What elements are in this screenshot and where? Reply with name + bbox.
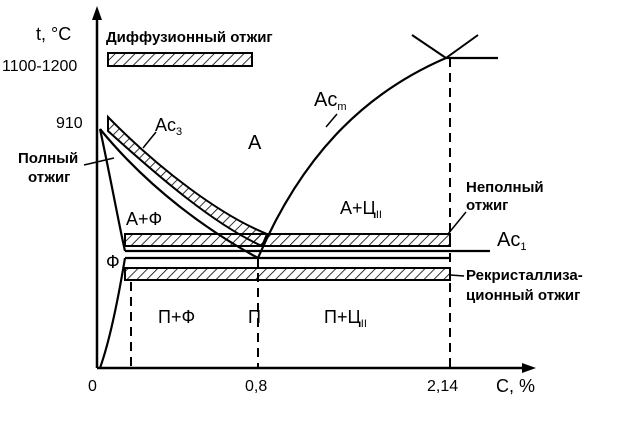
y-axis-arrow-icon: [92, 6, 102, 20]
incomplete-annealing-label-line1: Неполный: [466, 179, 544, 196]
region-pearlite-ferrite: П+Ф: [158, 307, 195, 327]
x-axis-arrow-icon: [522, 363, 536, 373]
diffusion-annealing-label: Диффузионный отжиг: [106, 29, 273, 46]
full-annealing-label-line2: отжиг: [28, 169, 70, 186]
region-ferrite: Ф: [106, 252, 120, 272]
y-axis-label: t, °C: [36, 24, 71, 44]
ac3-leader: [142, 131, 157, 149]
incomplete-annealing-band: [124, 233, 451, 247]
full-annealing-label-line1: Полный: [18, 150, 78, 167]
x-axis-label: C, %: [496, 376, 535, 396]
melting-line-fragment-right: [445, 34, 479, 59]
y-tick-1100-1200: 1100-1200: [2, 58, 77, 75]
region-pearlite: П: [248, 307, 261, 327]
acm-label: Acm: [314, 89, 347, 113]
melting-line-fragment-left: [411, 34, 447, 59]
diffusion-annealing-band: [107, 52, 253, 67]
y-tick-910: 910: [56, 115, 83, 132]
region-austenite: А: [248, 132, 262, 154]
full-annealing-leader: [83, 157, 115, 166]
x-tick-0-8: 0,8: [245, 378, 267, 395]
ac3-label: Ac3: [155, 115, 182, 138]
recrystallization-annealing-label-line1: Рекристаллиза-: [466, 267, 583, 284]
region-pearlite-cementite: П+ЦII: [324, 307, 367, 330]
acm-line: [256, 56, 447, 259]
x-tick-0: 0: [88, 378, 97, 395]
incomplete-annealing-leader: [447, 211, 467, 235]
ferrite-boundary-line: [98, 128, 127, 252]
ac1-label: Ac1: [497, 229, 526, 253]
incomplete-annealing-label-line2: отжиг: [466, 197, 508, 214]
recrystallization-annealing-label-line2: ционный отжиг: [466, 287, 580, 304]
acm-leader: [325, 113, 338, 128]
region-austenite-ferrite: А+Ф: [126, 209, 162, 229]
ac3-line: [99, 128, 259, 259]
recrystallization-annealing-leader: [449, 274, 465, 277]
recrystallization-annealing-band: [124, 267, 451, 281]
x-tick-2-14: 2,14: [427, 378, 458, 395]
solubility-curve: [98, 257, 127, 369]
region-austenite-cementite: А+ЦII: [340, 198, 382, 221]
